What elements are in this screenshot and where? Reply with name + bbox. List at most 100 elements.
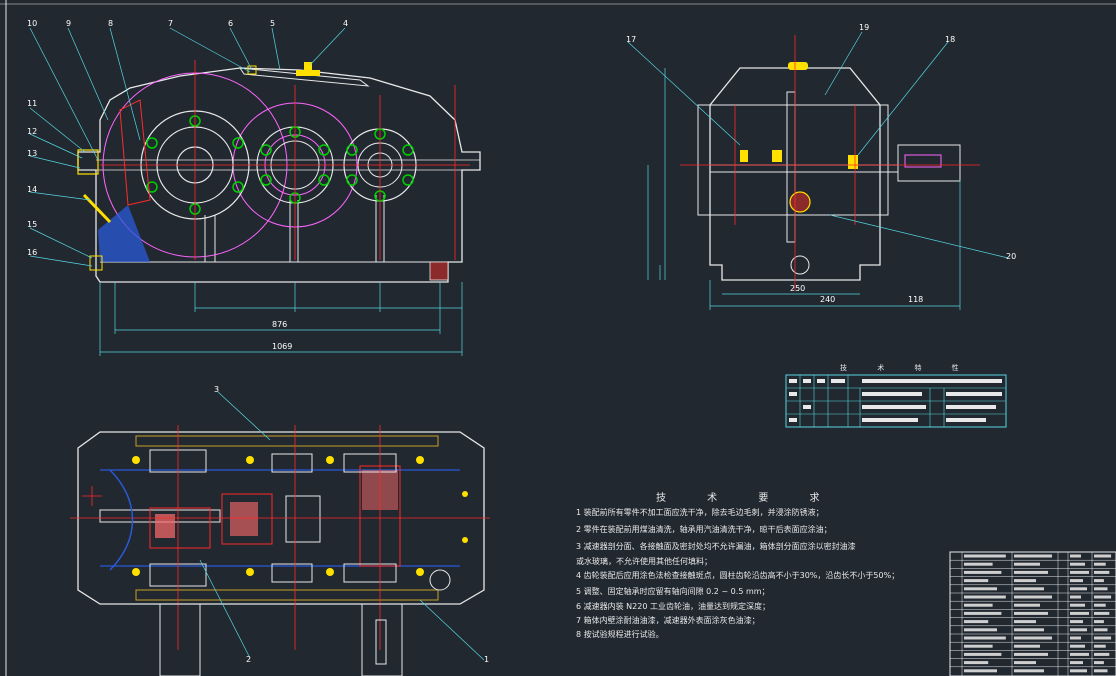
side-bearing-left — [740, 150, 748, 162]
dim-side-mid: 250 — [790, 284, 805, 293]
parts-cell-text — [964, 661, 989, 665]
parts-cell-text — [1094, 620, 1104, 624]
parts-cell-text — [1070, 661, 1083, 665]
side-housing-outline — [709, 67, 881, 281]
parts-cell-text — [964, 579, 989, 583]
parts-cell-text — [1094, 579, 1104, 583]
balloon-11: 11 — [27, 99, 37, 108]
balloon-18: 18 — [945, 35, 955, 44]
shaft-extension-left — [159, 603, 201, 676]
gear-hatch — [155, 514, 175, 538]
balloon-17: 17 — [626, 35, 636, 44]
parts-cell-text — [964, 611, 1002, 615]
parts-cell-text — [1094, 644, 1106, 648]
parts-cell-text — [1014, 570, 1048, 574]
side-center-lines — [680, 35, 980, 290]
parts-cell-text — [1070, 628, 1087, 632]
balloon-2: 2 — [246, 655, 251, 664]
parts-cell-text — [1014, 644, 1040, 648]
dim-side-right: 118 — [908, 295, 923, 304]
plan-top-wall — [135, 435, 439, 447]
parts-cell-text — [964, 644, 993, 648]
balloon-15: 15 — [27, 220, 37, 229]
parts-cell-text — [1094, 554, 1112, 558]
balloon-16: 16 — [27, 248, 37, 257]
parts-cell-text — [1094, 669, 1108, 673]
front-dimension-lines — [99, 282, 463, 356]
parts-cell-text — [1070, 579, 1083, 583]
plan-housing-outline — [77, 431, 485, 605]
requirement-item: 6 减速器内装 N220 工业齿轮油，油量达到规定深度； — [576, 602, 770, 611]
oil-dipstick — [82, 193, 112, 224]
side-vent — [788, 62, 808, 70]
side-leaders — [627, 31, 1009, 259]
balloon-6: 6 — [228, 19, 233, 28]
parts-cell-text — [1070, 562, 1085, 566]
balloon-1: 1 — [484, 655, 489, 664]
vent-plug — [296, 70, 320, 76]
parts-cell-text — [1014, 611, 1048, 615]
front-view: 1069 876 — [77, 60, 481, 356]
requirement-item: 或水玻璃，不允许使用其他任何填料； — [576, 557, 712, 566]
parts-cell-text — [1070, 595, 1081, 599]
balloon-5: 5 — [270, 19, 275, 28]
plan-bolts — [132, 456, 468, 576]
side-rod — [786, 91, 796, 243]
gear-hatch — [230, 502, 258, 536]
large-gear-hub — [149, 507, 211, 549]
front-housing-outline — [77, 67, 481, 283]
dim-side-left: 240 — [820, 295, 835, 304]
parts-cell-text — [1014, 628, 1044, 632]
shaft-keyway — [375, 619, 387, 665]
shaft-extension-right — [361, 603, 403, 676]
side-bearing-mid — [772, 150, 782, 162]
parts-cell-text — [1014, 620, 1036, 624]
parts-cell-text — [1094, 611, 1110, 615]
parts-cell-text — [1094, 570, 1110, 574]
dim-front-total: 1069 — [272, 342, 292, 351]
parts-cell-text — [1014, 661, 1036, 665]
oil-level-plug — [789, 191, 811, 213]
balloon-19: 19 — [859, 23, 869, 32]
requirement-item: 3 减速器剖分面、各接触面及密封处均不允许漏油，箱体剖分面应涂以密封油漆 — [576, 542, 856, 551]
parts-cell-text — [1014, 587, 1044, 591]
parts-cell-text — [964, 554, 1006, 558]
parts-cell-text — [1014, 636, 1052, 640]
plan-center-lines — [70, 425, 490, 650]
parts-cell-text — [1070, 587, 1087, 591]
parts-cell-text — [964, 603, 993, 607]
output-shaft — [897, 144, 961, 182]
parts-cell-text — [1070, 554, 1081, 558]
balloon-labels: 10 9 8 7 6 5 4 11 12 13 14 15 16 17 19 1… — [27, 19, 1016, 664]
balloon-9: 9 — [66, 19, 71, 28]
parts-cell-text — [964, 636, 1006, 640]
parts-cell-text — [964, 620, 989, 624]
parts-cell-text — [1094, 587, 1108, 591]
drain-plug — [89, 255, 103, 271]
balloon-8: 8 — [108, 19, 113, 28]
parts-cell-text — [964, 669, 997, 673]
spec-table-title: 技 术 特 性 — [840, 364, 973, 372]
requirement-item: 1 装配前所有零件不加工面应洗干净，除去毛边毛刺，并浸涂防锈液； — [576, 508, 824, 517]
parts-cell-text — [964, 652, 1002, 656]
cover-bolt — [247, 65, 257, 75]
side-flange — [697, 104, 889, 216]
balloon-13: 13 — [27, 149, 37, 158]
parts-cell-text — [1094, 562, 1106, 566]
plan-leaders — [199, 391, 485, 661]
balloon-10: 10 — [27, 19, 37, 28]
parts-cell-text — [1070, 644, 1085, 648]
parts-cell-text — [1014, 554, 1052, 558]
parts-cell-text — [1070, 669, 1087, 673]
lifting-lug — [119, 99, 151, 206]
parts-cell-text — [964, 570, 1002, 574]
parts-cell-text — [1014, 579, 1036, 583]
oil-gauge — [77, 149, 99, 175]
parts-cell-text — [1014, 603, 1040, 607]
front-leaders — [29, 27, 346, 267]
parts-cell-text — [1070, 570, 1089, 574]
side-bearing-right — [848, 155, 858, 169]
pinion — [285, 495, 321, 543]
mid-gear — [221, 493, 273, 545]
